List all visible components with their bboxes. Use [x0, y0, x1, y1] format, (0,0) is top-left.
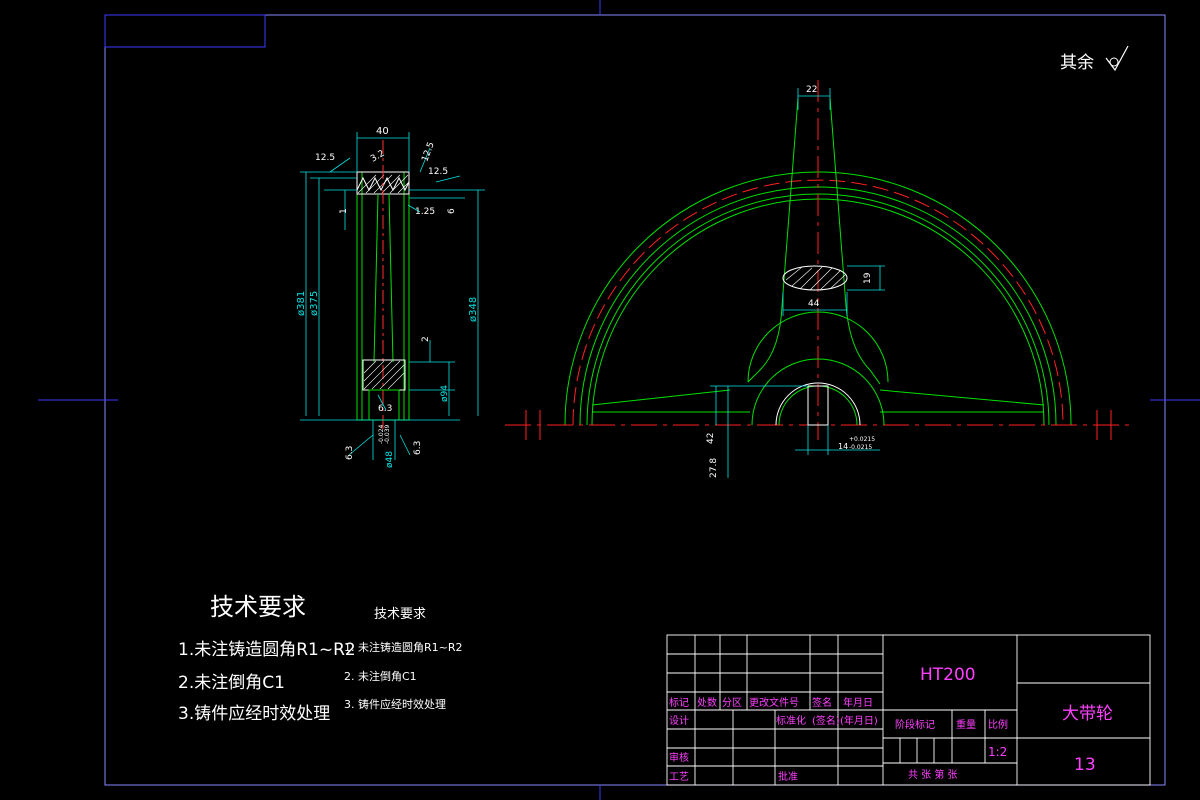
svg-text:(签名): (签名)	[812, 714, 840, 727]
svg-text:22: 22	[806, 85, 817, 95]
svg-text:设计: 设计	[669, 714, 689, 727]
svg-text:HT200: HT200	[920, 665, 976, 685]
svg-text:工艺: 工艺	[669, 771, 689, 783]
svg-text:ø48: ø48	[385, 451, 395, 468]
svg-text:大带轮: 大带轮	[1062, 704, 1113, 724]
svg-text:14: 14	[838, 442, 848, 451]
svg-text:技术要求: 技术要求	[374, 607, 426, 622]
svg-text:2.未注倒角C1: 2.未注倒角C1	[178, 673, 285, 693]
surface-finish-note: 其余	[1060, 45, 1129, 73]
svg-text:3.铸件应经时效处理: 3.铸件应经时效处理	[178, 704, 330, 724]
svg-text:27.8: 27.8	[709, 458, 719, 478]
svg-text:6.3: 6.3	[345, 446, 355, 460]
title-block	[666, 634, 1151, 786]
front-view: 22 19 44 42 27.8 14 +0.0215 -0.0215	[505, 80, 1132, 478]
svg-text:3. 铸件应经时效处理: 3. 铸件应经时效处理	[344, 697, 446, 711]
svg-text:1:2: 1:2	[988, 745, 1007, 759]
svg-text:ø94: ø94	[440, 385, 450, 402]
svg-text:分区: 分区	[722, 697, 742, 709]
svg-text:-0.039: -0.039	[384, 424, 391, 444]
side-view: 40 12.5 3.2 12.5 12.5 1 1.25 6 ø381 ø375…	[296, 126, 485, 468]
drawing-frame	[38, 0, 1200, 800]
svg-text:1.25: 1.25	[415, 207, 435, 217]
svg-text:ø375: ø375	[309, 291, 320, 316]
svg-text:重量: 重量	[956, 718, 976, 731]
svg-text:审核: 审核	[669, 751, 689, 764]
svg-text:19: 19	[863, 272, 873, 284]
svg-text:1. 未注铸造圆角R1~R2: 1. 未注铸造圆角R1~R2	[344, 640, 463, 654]
svg-text:更改文件号: 更改文件号	[749, 696, 799, 709]
svg-text:13: 13	[1074, 755, 1096, 775]
svg-text:-0.0215: -0.0215	[849, 444, 872, 451]
svg-text:其余: 其余	[1060, 53, 1094, 73]
svg-text:-0.024: -0.024	[378, 424, 385, 444]
svg-text:标记: 标记	[669, 697, 689, 709]
svg-text:12.5: 12.5	[428, 167, 448, 177]
svg-text:+0.0215: +0.0215	[849, 436, 875, 443]
svg-text:标准化: 标准化	[776, 714, 806, 727]
svg-text:1.未注铸造圆角R1~R2: 1.未注铸造圆角R1~R2	[178, 640, 356, 660]
svg-text:1: 1	[339, 208, 349, 214]
svg-text:2. 未注倒角C1: 2. 未注倒角C1	[344, 669, 417, 683]
svg-text:12.5: 12.5	[315, 153, 335, 163]
svg-text:44: 44	[808, 299, 820, 309]
svg-text:6: 6	[447, 208, 457, 214]
svg-text:技术要求: 技术要求	[210, 593, 306, 621]
svg-text:年月日: 年月日	[843, 696, 873, 709]
tech-requirements-small: 技术要求 1. 未注铸造圆角R1~R2 2. 未注倒角C1 3. 铸件应经时效处…	[344, 607, 463, 711]
svg-text:3.2: 3.2	[369, 149, 386, 165]
svg-text:签名: 签名	[812, 696, 832, 709]
svg-text:批准: 批准	[778, 770, 798, 783]
svg-text:ø348: ø348	[468, 297, 479, 322]
svg-text:40: 40	[376, 126, 389, 137]
svg-text:6.3: 6.3	[413, 441, 423, 455]
tech-requirements-large: 技术要求 1.未注铸造圆角R1~R2 2.未注倒角C1 3.铸件应经时效处理	[178, 593, 356, 724]
svg-text:ø381: ø381	[296, 291, 307, 316]
svg-text:6.3: 6.3	[378, 404, 392, 414]
svg-text:(年月日): (年月日)	[840, 714, 878, 727]
svg-text:12.5: 12.5	[420, 141, 436, 163]
svg-text:比例: 比例	[988, 718, 1008, 731]
svg-text:共 张 第 张: 共 张 第 张	[908, 768, 958, 781]
svg-text:处数: 处数	[697, 696, 717, 709]
svg-text:阶段标记: 阶段标记	[895, 718, 935, 731]
svg-text:42: 42	[706, 433, 716, 444]
svg-text:2: 2	[421, 336, 431, 342]
title-block-text: HT200 大带轮 13 1:2 标记 处数 分区 更改文件号 签名 年月日 设…	[669, 665, 1113, 783]
